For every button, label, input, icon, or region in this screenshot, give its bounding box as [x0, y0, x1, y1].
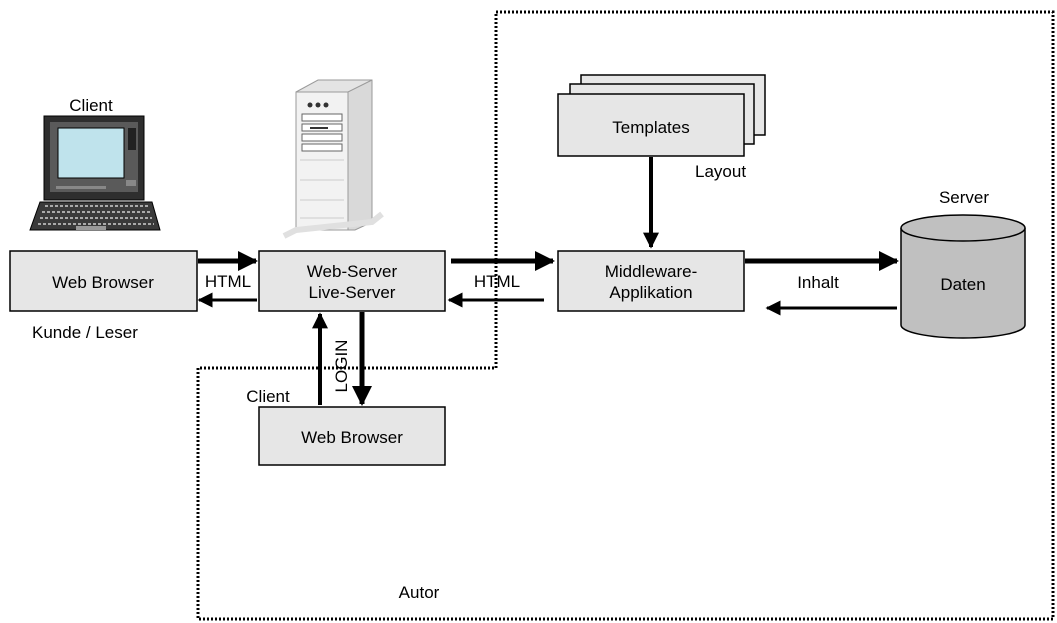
html-right-label: HTML [474, 272, 520, 291]
inhalt-label: Inhalt [797, 273, 839, 292]
daten-label: Daten [940, 275, 985, 294]
autor-label: Autor [399, 583, 440, 602]
kunde-leser-label: Kunde / Leser [32, 323, 138, 342]
web-browser-author-label: Web Browser [301, 428, 403, 447]
middleware-label-line1: Middleware- [605, 262, 698, 281]
web-server-box [258, 250, 446, 312]
desktop-computer-icon [29, 115, 161, 231]
web-browser-author-box [258, 406, 446, 466]
server-label: Server [939, 188, 989, 207]
templates-stack [557, 74, 766, 157]
login-label: LOGIN [332, 340, 351, 393]
templates-label: Templates [612, 118, 689, 137]
author-boundary [196, 10, 1055, 621]
layout-label: Layout [695, 162, 746, 181]
middleware-box [557, 250, 745, 312]
web-browser-reader-label: Web Browser [52, 273, 154, 292]
web-browser-reader-box [9, 250, 198, 312]
web-server-label-line2: Live-Server [309, 283, 396, 302]
client-bottom-label: Client [246, 387, 290, 406]
web-server-label-line1: Web-Server [307, 262, 398, 281]
middleware-label-line2: Applikation [609, 283, 692, 302]
server-tower-icon [282, 79, 384, 239]
client-top-label: Client [69, 96, 113, 115]
html-left-label: HTML [205, 272, 251, 291]
daten-database-icon [900, 214, 1026, 339]
